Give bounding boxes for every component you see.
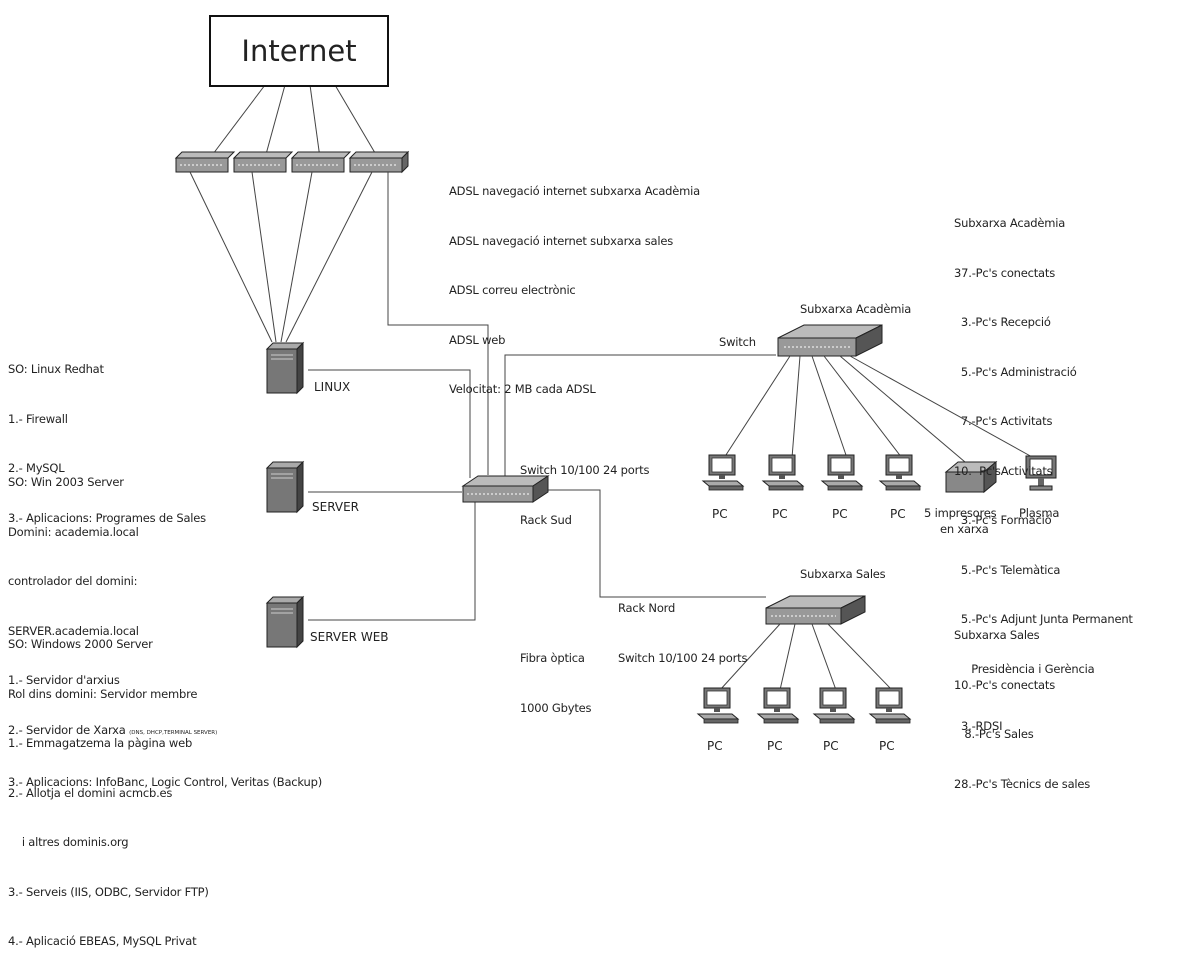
central-switch-label: Switch 10/100 24 ports Rack Sud: [520, 429, 649, 545]
adsl-line-3: ADSL correu electrònic: [449, 283, 576, 297]
printer-label-1: 5 impresores: [924, 506, 997, 520]
academia-pc-3-icon: [821, 454, 863, 491]
adsl-line-5: Velocitat: 2 MB cada ADSL: [449, 382, 596, 396]
fibra-line: Fibra òptica: [520, 651, 585, 665]
adsl-modem-3: [290, 151, 352, 173]
academia-info-line: Subxarxa Acadèmia: [954, 216, 1066, 230]
central-switch-icon: [461, 475, 550, 503]
sales-title: Subxarxa Sales: [800, 567, 886, 581]
server-info-line: controlador del domini:: [8, 574, 138, 588]
server-info-line: Domini: academia.local: [8, 524, 139, 539]
rack-nord-line: Rack Nord: [618, 601, 676, 615]
rack-nord-label: Rack Nord Switch 10/100 24 ports: [618, 567, 747, 683]
rack-nord-line: Switch 10/100 24 ports: [618, 650, 748, 665]
adsl-modem-1: [174, 151, 236, 173]
server-info-line: SO: Win 2003 Server: [8, 475, 124, 489]
server-info-line-6-main: 2.- Servidor de Xarxa: [8, 722, 130, 737]
academia-switch-icon: [777, 324, 883, 357]
academia-info: Subxarxa Acadèmia 37.-Pc's conectats 3.-…: [954, 182, 1133, 694]
academia-info-line: 3.-Pc's Recepció: [954, 315, 1051, 329]
adsl-modems: [174, 150, 410, 174]
adsl-line-4: ADSL web: [449, 332, 506, 347]
server-label: SERVER: [312, 500, 360, 514]
sales-info-line: 8.-Pc's Sales: [954, 727, 1034, 741]
academia-switch-label: Switch: [719, 335, 756, 349]
internet-links: [209, 84, 379, 159]
adsl-info: ADSL navegació internet subxarxa Acadèmi…: [449, 150, 700, 414]
fibra-label: Fibra òptica 1000 Gbytes: [520, 617, 592, 733]
sales-pc-4-icon: [869, 687, 911, 724]
linux-info: SO: Linux Redhat 1.- Firewall 2.- MySQL …: [8, 328, 206, 543]
sales-info-line: 28.-Pc's Tècnics de sales: [954, 776, 1091, 791]
network-diagram: [174, 84, 1057, 724]
printer-label-2: en xarxa: [940, 522, 989, 536]
academia-info-line: 7.-Pc's Activitats: [954, 414, 1053, 428]
web-info-line: Rol dins domini: Servidor membre: [8, 686, 198, 701]
academia-pc-4-icon: [879, 454, 921, 491]
academia-pc-2-label: PC: [772, 507, 788, 521]
linux-info-line: SO: Linux Redhat: [8, 362, 104, 376]
adsl-line-1: ADSL navegació internet subxarxa Acadèmi…: [449, 184, 700, 198]
linux-info-line: 3.- Aplicacions: Programes de Sales: [8, 510, 206, 525]
web-info-line: 1.- Emmagatzema la pàgina web: [8, 736, 193, 750]
web-info-line: 3.- Serveis (IIS, ODBC, Servidor FTP): [8, 884, 209, 899]
linux-server-icon: [266, 342, 304, 394]
academia-info-line: 5.-Pc's Adjunt Junta Permanent: [954, 612, 1133, 626]
rdsi-label: 3.-RDSI: [961, 719, 1003, 733]
internet-box: Internet: [209, 15, 389, 87]
plasma-icon: [1025, 455, 1057, 491]
linux-info-line: 1.- Firewall: [8, 411, 68, 426]
sales-pc-3-icon: [813, 687, 855, 724]
web-server-label: SERVER WEB: [310, 630, 389, 644]
linux-info-line: 2.- MySQL: [8, 461, 65, 475]
server-info-line: 1.- Servidor d'arxius: [8, 673, 120, 687]
sales-info: Subxarxa Sales 10.-Pc's conectats 8.-Pc'…: [954, 594, 1090, 809]
academia-pc-3-label: PC: [832, 507, 848, 521]
server-info-line-6-small: (DNS, DHCP,TERMINAL SERVER): [129, 729, 218, 736]
printer-icon: [944, 460, 998, 494]
academia-title: Subxarxa Acadèmia: [800, 302, 912, 316]
plasma-label: Plasma: [1019, 506, 1060, 520]
academia-info-line: 37.-Pc's conectats: [954, 265, 1056, 280]
fibra-line: 1000 Gbytes: [520, 700, 592, 715]
sales-pc-2-label: PC: [767, 739, 783, 753]
sales-pc-2-icon: [757, 687, 799, 724]
linux-label: LINUX: [314, 380, 351, 394]
central-switch-line: Rack Sud: [520, 512, 572, 527]
modem-linux-links: [189, 171, 776, 621]
sales-pc-1-label: PC: [707, 739, 723, 753]
academia-pc-2-icon: [762, 454, 804, 491]
sales-pc-1-icon: [697, 687, 739, 724]
central-switch-line: Switch 10/100 24 ports: [520, 463, 650, 477]
adsl-modem-2: [232, 151, 294, 173]
internet-label: Internet: [241, 34, 357, 68]
sales-links: [719, 623, 893, 691]
sales-pc-3-label: PC: [823, 739, 839, 753]
web-info-line: 2.- Allotja el domini acmcb.es: [8, 785, 173, 800]
web-info-line: 4.- Aplicació EBEAS, MySQL Privat: [8, 934, 197, 948]
sales-info-line: 10.-Pc's conectats: [954, 677, 1056, 692]
web-server-info: SO: Windows 2000 Server Rol dins domini:…: [8, 603, 209, 966]
academia-info-line: 5.-Pc's Telemàtica: [954, 562, 1061, 577]
sales-info-line: Subxarxa Sales: [954, 628, 1040, 642]
academia-pc-4-label: PC: [890, 507, 906, 521]
web-info-line: SO: Windows 2000 Server: [8, 637, 153, 651]
server-info-line: SERVER.academia.local: [8, 623, 139, 638]
academia-info-line: 5.-Pc's Administració: [954, 364, 1077, 379]
academia-pc-1-label: PC: [712, 507, 728, 521]
academia-info-line: 3.-Pc's Formació: [954, 513, 1052, 527]
academia-links: [723, 355, 1035, 463]
server-info-line-6: 2.- Servidor de Xarxa (DNS, DHCP,TERMINA…: [8, 722, 322, 742]
adsl-modem-4: [348, 150, 410, 174]
adsl-line-2: ADSL navegació internet subxarxa sales: [449, 233, 674, 248]
academia-info-line: 10.- Pc'sActivitats: [954, 463, 1053, 478]
sales-switch-icon: [765, 595, 866, 625]
web-info-line: i altres dominis.org: [8, 835, 129, 849]
sales-pc-4-label: PC: [879, 739, 895, 753]
academia-pc-1-icon: [702, 454, 744, 491]
academia-info-line: Presidència i Gerència: [954, 661, 1095, 676]
